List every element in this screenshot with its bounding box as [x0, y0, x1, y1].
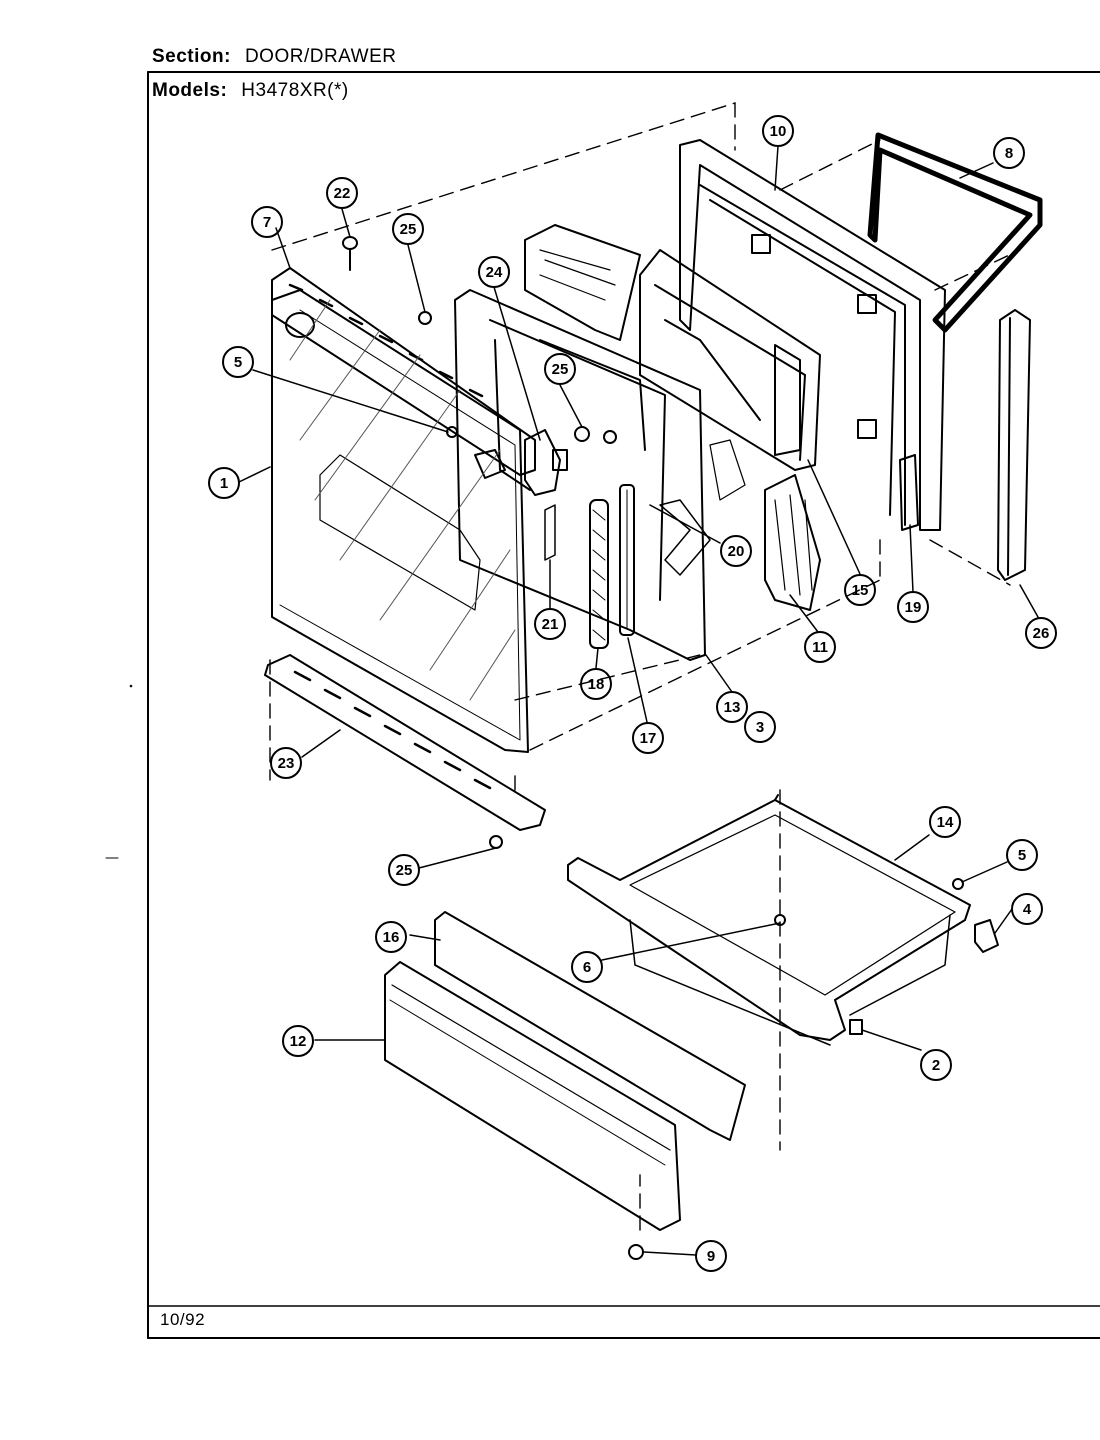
section-header: Section: DOOR/DRAWER — [152, 46, 396, 68]
callout-24: 24 — [478, 256, 510, 288]
bottom-trim-part-23 — [264, 654, 546, 831]
door-gasket-part-8 — [867, 132, 1043, 333]
outer-door-glass-part-1 — [271, 289, 529, 753]
callout-14: 14 — [929, 806, 961, 838]
callout-25-middle: 25 — [544, 353, 576, 385]
callout-4-label: 4 — [1023, 901, 1032, 918]
callout-5-door: 5 — [222, 346, 254, 378]
callout-19-label: 19 — [905, 599, 922, 616]
callout-22: 22 — [326, 177, 358, 209]
callout-13-label: 13 — [724, 699, 741, 716]
inner-glass-panel-part-15 — [639, 249, 821, 471]
callout-12: 12 — [282, 1025, 314, 1057]
drawer-tray-part-14 — [567, 794, 971, 1046]
hinge-bracket-part-19 — [899, 454, 919, 531]
callout-12-label: 12 — [290, 1033, 307, 1050]
callout-11: 11 — [804, 631, 836, 663]
vent-part-18 — [589, 499, 609, 649]
callout-11-label: 11 — [812, 639, 828, 656]
callout-10-label: 10 — [770, 123, 787, 140]
screw-part-22 — [342, 236, 358, 271]
callout-leader-lines — [238, 145, 1039, 1256]
callout-3-label: 3 — [756, 719, 764, 736]
callouts: 1 2 3 4 5 5 6 7 8 9 10 11 12 13 14 15 16… — [208, 115, 1057, 1272]
callout-2: 2 — [920, 1049, 952, 1081]
callout-17-label: 17 — [640, 730, 657, 747]
callout-25-top: 25 — [392, 213, 424, 245]
callout-4: 4 — [1011, 893, 1043, 925]
callout-5-door-label: 5 — [234, 354, 242, 371]
door-trim-part-26 — [997, 309, 1031, 581]
callout-16: 16 — [375, 921, 407, 953]
dashed-guide-lines — [269, 102, 1021, 1231]
callout-13: 13 — [716, 691, 748, 723]
callout-24-label: 24 — [486, 264, 503, 281]
scan-marks — [105, 684, 133, 859]
callout-22-label: 22 — [334, 185, 351, 202]
vent-part-17 — [619, 484, 635, 636]
callout-26-label: 26 — [1033, 625, 1050, 642]
callout-9-label: 9 — [707, 1248, 715, 1265]
footer-date: 10/92 — [160, 1310, 206, 1329]
callout-1: 1 — [208, 467, 240, 499]
callout-23: 23 — [270, 747, 302, 779]
callout-9: 9 — [695, 1240, 727, 1272]
callout-20-label: 20 — [728, 543, 745, 560]
drawer-front-part-12 — [384, 961, 681, 1231]
callout-14-label: 14 — [937, 814, 954, 831]
callout-15: 15 — [844, 574, 876, 606]
callout-6: 6 — [571, 951, 603, 983]
diagram-frame — [147, 71, 1100, 1339]
callout-7-label: 7 — [263, 214, 271, 231]
handle-bracket-part-24 — [524, 429, 568, 496]
section-label: Section: — [152, 46, 231, 67]
callout-17: 17 — [632, 722, 664, 754]
callout-5-drawer: 5 — [1006, 839, 1038, 871]
clip-part-2 — [849, 1019, 863, 1035]
insulation-part-11 — [524, 224, 821, 611]
callout-2-label: 2 — [932, 1057, 940, 1074]
callout-18-label: 18 — [588, 676, 605, 693]
screw-part-5-drawer — [952, 878, 964, 890]
drawer-liner-part-16 — [434, 911, 746, 1141]
callout-10: 10 — [762, 115, 794, 147]
callout-19: 19 — [897, 591, 929, 623]
callout-8-label: 8 — [1005, 145, 1013, 162]
callout-20: 20 — [720, 535, 752, 567]
latch-part-20 — [659, 499, 711, 576]
glide-part-4 — [974, 919, 999, 953]
callout-25-middle-label: 25 — [552, 361, 569, 378]
models-label: Models: — [152, 80, 228, 101]
callout-16-label: 16 — [383, 929, 400, 946]
callout-25-bottom-label: 25 — [396, 862, 413, 879]
callout-18: 18 — [580, 668, 612, 700]
callout-25-top-label: 25 — [400, 221, 417, 238]
models-value: H3478XR(*) — [241, 80, 349, 101]
screw-part-9 — [628, 1244, 644, 1260]
callout-5-drawer-label: 5 — [1018, 847, 1026, 864]
callout-15-label: 15 — [852, 582, 869, 599]
callout-21: 21 — [534, 608, 566, 640]
callout-3: 3 — [744, 711, 776, 743]
callout-21-label: 21 — [542, 616, 559, 633]
models-header: Models: H3478XR(*) — [152, 80, 349, 102]
callout-23-label: 23 — [278, 755, 295, 772]
spring-clip-part-21 — [544, 504, 556, 561]
section-value: DOOR/DRAWER — [244, 46, 397, 67]
callout-26: 26 — [1025, 617, 1057, 649]
callout-8: 8 — [993, 137, 1025, 169]
callout-6-label: 6 — [583, 959, 591, 976]
callout-25-bottom: 25 — [388, 854, 420, 886]
callout-7: 7 — [251, 206, 283, 238]
inner-door-liner-part-13 — [454, 289, 706, 661]
callout-1-label: 1 — [220, 475, 228, 492]
outer-door-frame-part-10 — [679, 139, 946, 531]
